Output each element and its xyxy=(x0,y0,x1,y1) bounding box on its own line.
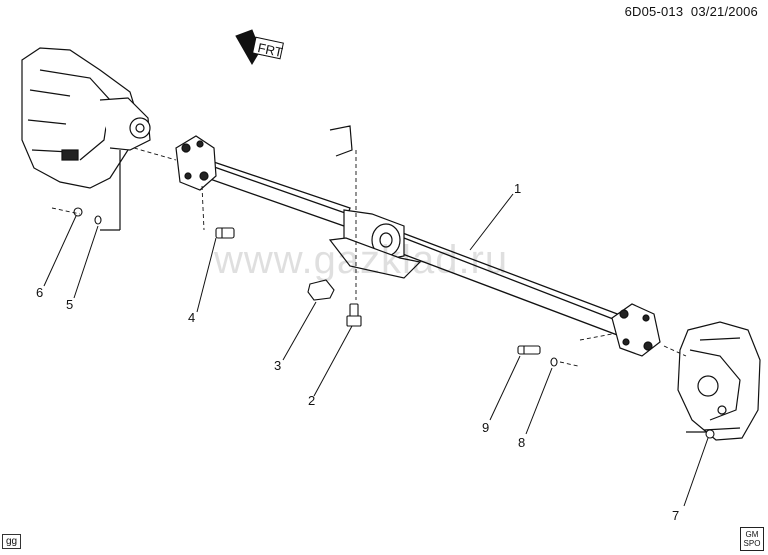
leader-lines xyxy=(43,193,709,507)
watermark: www.gazklad.ru xyxy=(214,238,509,282)
diagram-date: 03/21/2006 xyxy=(690,4,758,19)
callout-7: 7 xyxy=(672,508,679,523)
diagram-code: 6D05-013 xyxy=(624,4,684,19)
center-bolt xyxy=(346,303,362,327)
gm-logo: GM SPO xyxy=(740,527,764,551)
rear-differential xyxy=(677,321,761,441)
callout-9: 9 xyxy=(482,420,489,435)
callout-1: 1 xyxy=(514,181,521,196)
rear-flex-coupling xyxy=(611,303,661,357)
center-bearing xyxy=(328,125,422,279)
front-label: FRT xyxy=(256,40,284,60)
bolt-rear-coupling xyxy=(517,345,541,355)
callout-4: 4 xyxy=(188,310,195,325)
diagram-header: 6D05-013 03/21/2006 xyxy=(625,4,758,19)
gm-logo-line-2: SPO xyxy=(743,539,761,548)
callouts: 1 2 3 4 5 6 7 8 9 xyxy=(36,181,679,523)
guide-lines xyxy=(51,147,687,367)
front-flex-coupling xyxy=(175,135,217,191)
callout-8: 8 xyxy=(518,435,525,450)
corner-code: gg xyxy=(2,534,22,549)
callout-6: 6 xyxy=(36,285,43,300)
gm-logo-line-1: GM xyxy=(745,530,759,539)
front-arrow-icon: FRT xyxy=(235,29,284,65)
callout-5: 5 xyxy=(66,297,73,312)
bolt-front-coupling xyxy=(215,227,235,239)
callout-3: 3 xyxy=(274,358,281,373)
retainer-clip xyxy=(307,279,335,301)
transmission-housing xyxy=(21,47,151,231)
callout-2: 2 xyxy=(308,393,315,408)
washer-nut-front xyxy=(73,207,102,225)
washer-rear xyxy=(550,357,715,439)
